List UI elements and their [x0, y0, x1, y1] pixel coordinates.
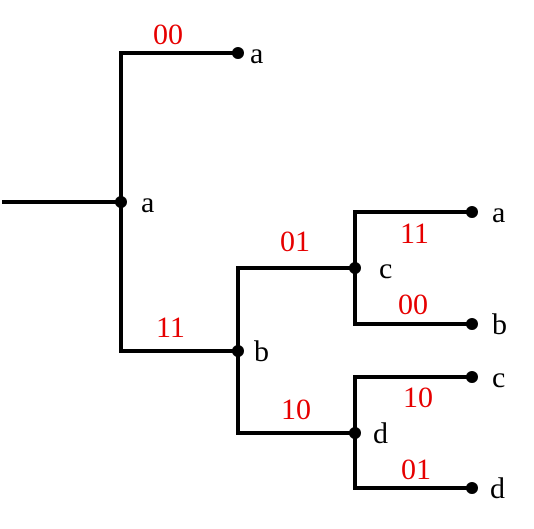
- node-label-leaf-d-d: d: [490, 472, 505, 505]
- node-dot-leaf-c-a: [466, 206, 478, 218]
- node-dot-root: [115, 196, 127, 208]
- edge-label-b-to-d: 10: [281, 393, 311, 426]
- edge-label-root-to-a: 00: [153, 18, 183, 51]
- edge-label-root-to-b: 11: [156, 311, 185, 344]
- node-label-root: a: [141, 186, 154, 219]
- node-dot-c: [349, 262, 361, 274]
- node-dot-d: [349, 427, 361, 439]
- edge-label-d-to-d: 01: [401, 453, 431, 486]
- node-label-leaf-c-a: a: [492, 196, 505, 229]
- node-dot-top-a: [232, 47, 244, 59]
- node-label-leaf-c-b: b: [492, 308, 507, 341]
- node-dot-leaf-d-d: [466, 482, 478, 494]
- edge-label-d-to-c: 10: [403, 381, 433, 414]
- edge-label-c-to-b: 00: [398, 288, 428, 321]
- node-dot-leaf-c-b: [466, 318, 478, 330]
- edge-label-c-to-a: 11: [400, 217, 429, 250]
- node-dot-b: [232, 345, 244, 357]
- node-label-leaf-d-c: c: [492, 361, 505, 394]
- node-label-top-a: a: [250, 37, 263, 70]
- node-label-d: d: [373, 417, 388, 450]
- node-label-b: b: [254, 335, 269, 368]
- node-dot-leaf-d-c: [466, 371, 478, 383]
- edge-label-b-to-c: 01: [280, 225, 310, 258]
- node-label-c: c: [379, 252, 392, 285]
